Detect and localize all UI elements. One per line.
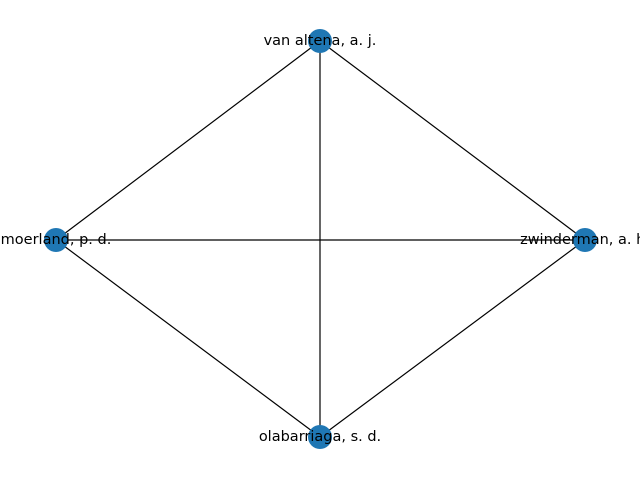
- node-label: olabarriaga, s. d.: [259, 429, 381, 445]
- graph-edge-n2-n3: [55, 239, 321, 438]
- graph-node: [44, 228, 68, 252]
- nodes-layer: [44, 29, 597, 449]
- labels-layer: van altena, a. j. zwinderman, a. h. olabar…: [1, 33, 640, 445]
- graph-node: [308, 29, 332, 53]
- graph-edge-n1-n2: [319, 239, 586, 438]
- edges-layer: [55, 40, 586, 438]
- graph-edge-n0-n3: [55, 40, 321, 241]
- graph-node: [573, 228, 597, 252]
- graph-edge-n0-n1: [319, 40, 586, 241]
- node-label: moerland, p. d.: [1, 232, 112, 248]
- node-label: zwinderman, a. h.: [520, 232, 640, 248]
- graph-node: [308, 425, 332, 449]
- node-label: van altena, a. j.: [264, 33, 377, 49]
